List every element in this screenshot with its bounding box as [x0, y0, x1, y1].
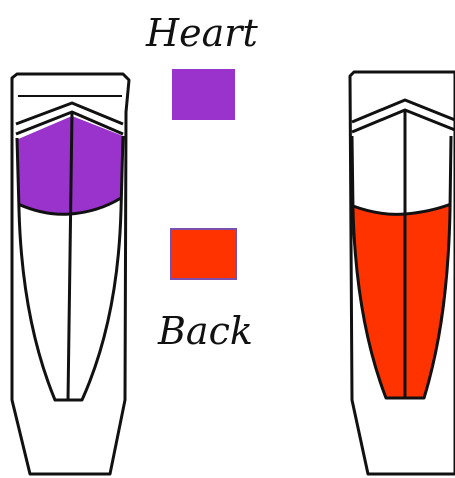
heart-label: Heart [145, 11, 258, 55]
back-color-swatch [171, 229, 236, 279]
back-region [353, 205, 450, 398]
back-label: Back [157, 309, 253, 353]
right-section-back [350, 72, 455, 474]
heart-color-swatch [172, 69, 235, 120]
left-section-heart [12, 74, 129, 474]
